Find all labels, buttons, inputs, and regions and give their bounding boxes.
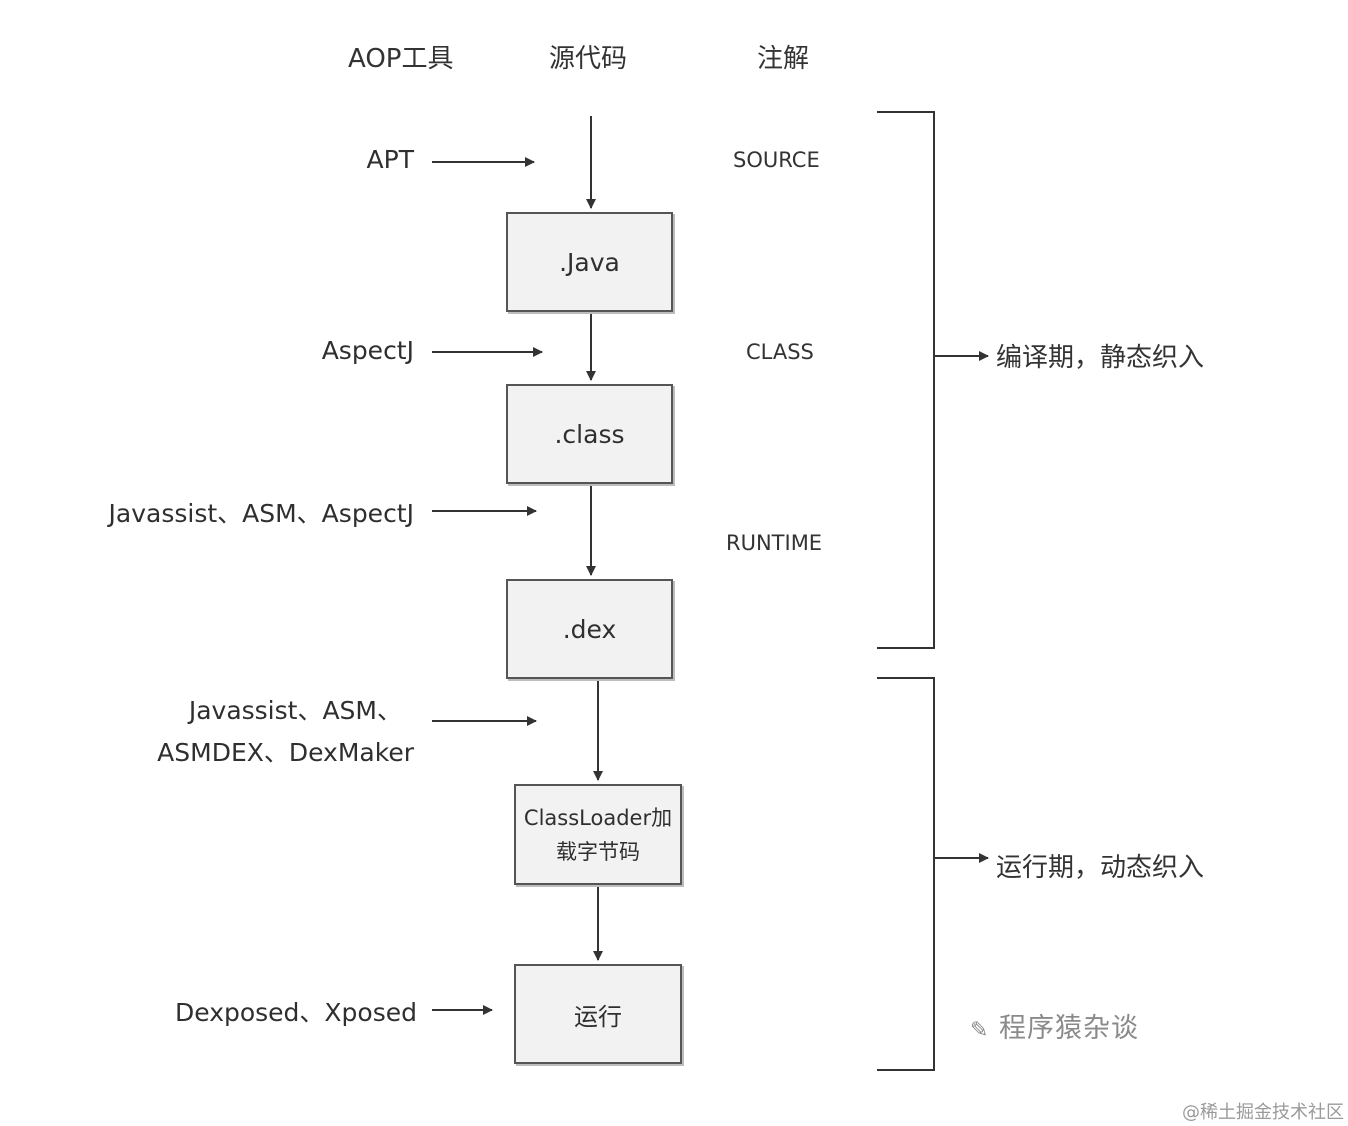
box-classloader: ClassLoader加 载字节码 — [514, 784, 682, 885]
header-source-code: 源代码 — [549, 44, 628, 74]
watermark-text: 程序猿杂谈 — [999, 1013, 1140, 1044]
annotation-class: CLASS — [746, 340, 814, 364]
annotation-runtime: RUNTIME — [726, 531, 823, 555]
box-classloader-label-line2: 载字节码 — [556, 839, 640, 864]
box-classloader-label-line1: ClassLoader加 — [523, 805, 673, 830]
tool-dex-tools-line1: Javassist、ASM、 — [188, 696, 402, 725]
box-java: .Java — [506, 212, 673, 312]
phase-runtime: 运行期，动态织入 — [996, 853, 1205, 883]
tool-dex-tools-line2: ASMDEX、DexMaker — [157, 738, 414, 767]
header-aop-tools: AOP工具 — [348, 44, 454, 74]
source-credit: @稀土掘金技术社区 — [1182, 1102, 1344, 1123]
box-dex: .dex — [506, 579, 673, 679]
watermark-logo-icon: ✎ — [970, 1018, 990, 1043]
box-dex-label: .dex — [562, 614, 617, 644]
box-run-label: 运行 — [574, 1002, 622, 1031]
box-class-label: .class — [554, 419, 625, 449]
tool-aspectj: AspectJ — [321, 336, 414, 365]
watermark: ✎ 程序猿杂谈 — [970, 1006, 1139, 1045]
header-annotation: 注解 — [757, 44, 810, 74]
runtime-phase-bracket — [877, 677, 935, 1071]
box-java-label: .Java — [559, 247, 620, 277]
phase-compile: 编译期，静态织入 — [996, 343, 1205, 373]
compile-phase-bracket — [877, 111, 935, 649]
tool-runtime-tools: Dexposed、Xposed — [175, 998, 417, 1027]
box-run: 运行 — [514, 964, 682, 1064]
box-class: .class — [506, 384, 673, 484]
tool-class-tools: Javassist、ASM、AspectJ — [108, 499, 414, 528]
annotation-source: SOURCE — [733, 148, 820, 172]
tool-apt: APT — [366, 145, 414, 174]
